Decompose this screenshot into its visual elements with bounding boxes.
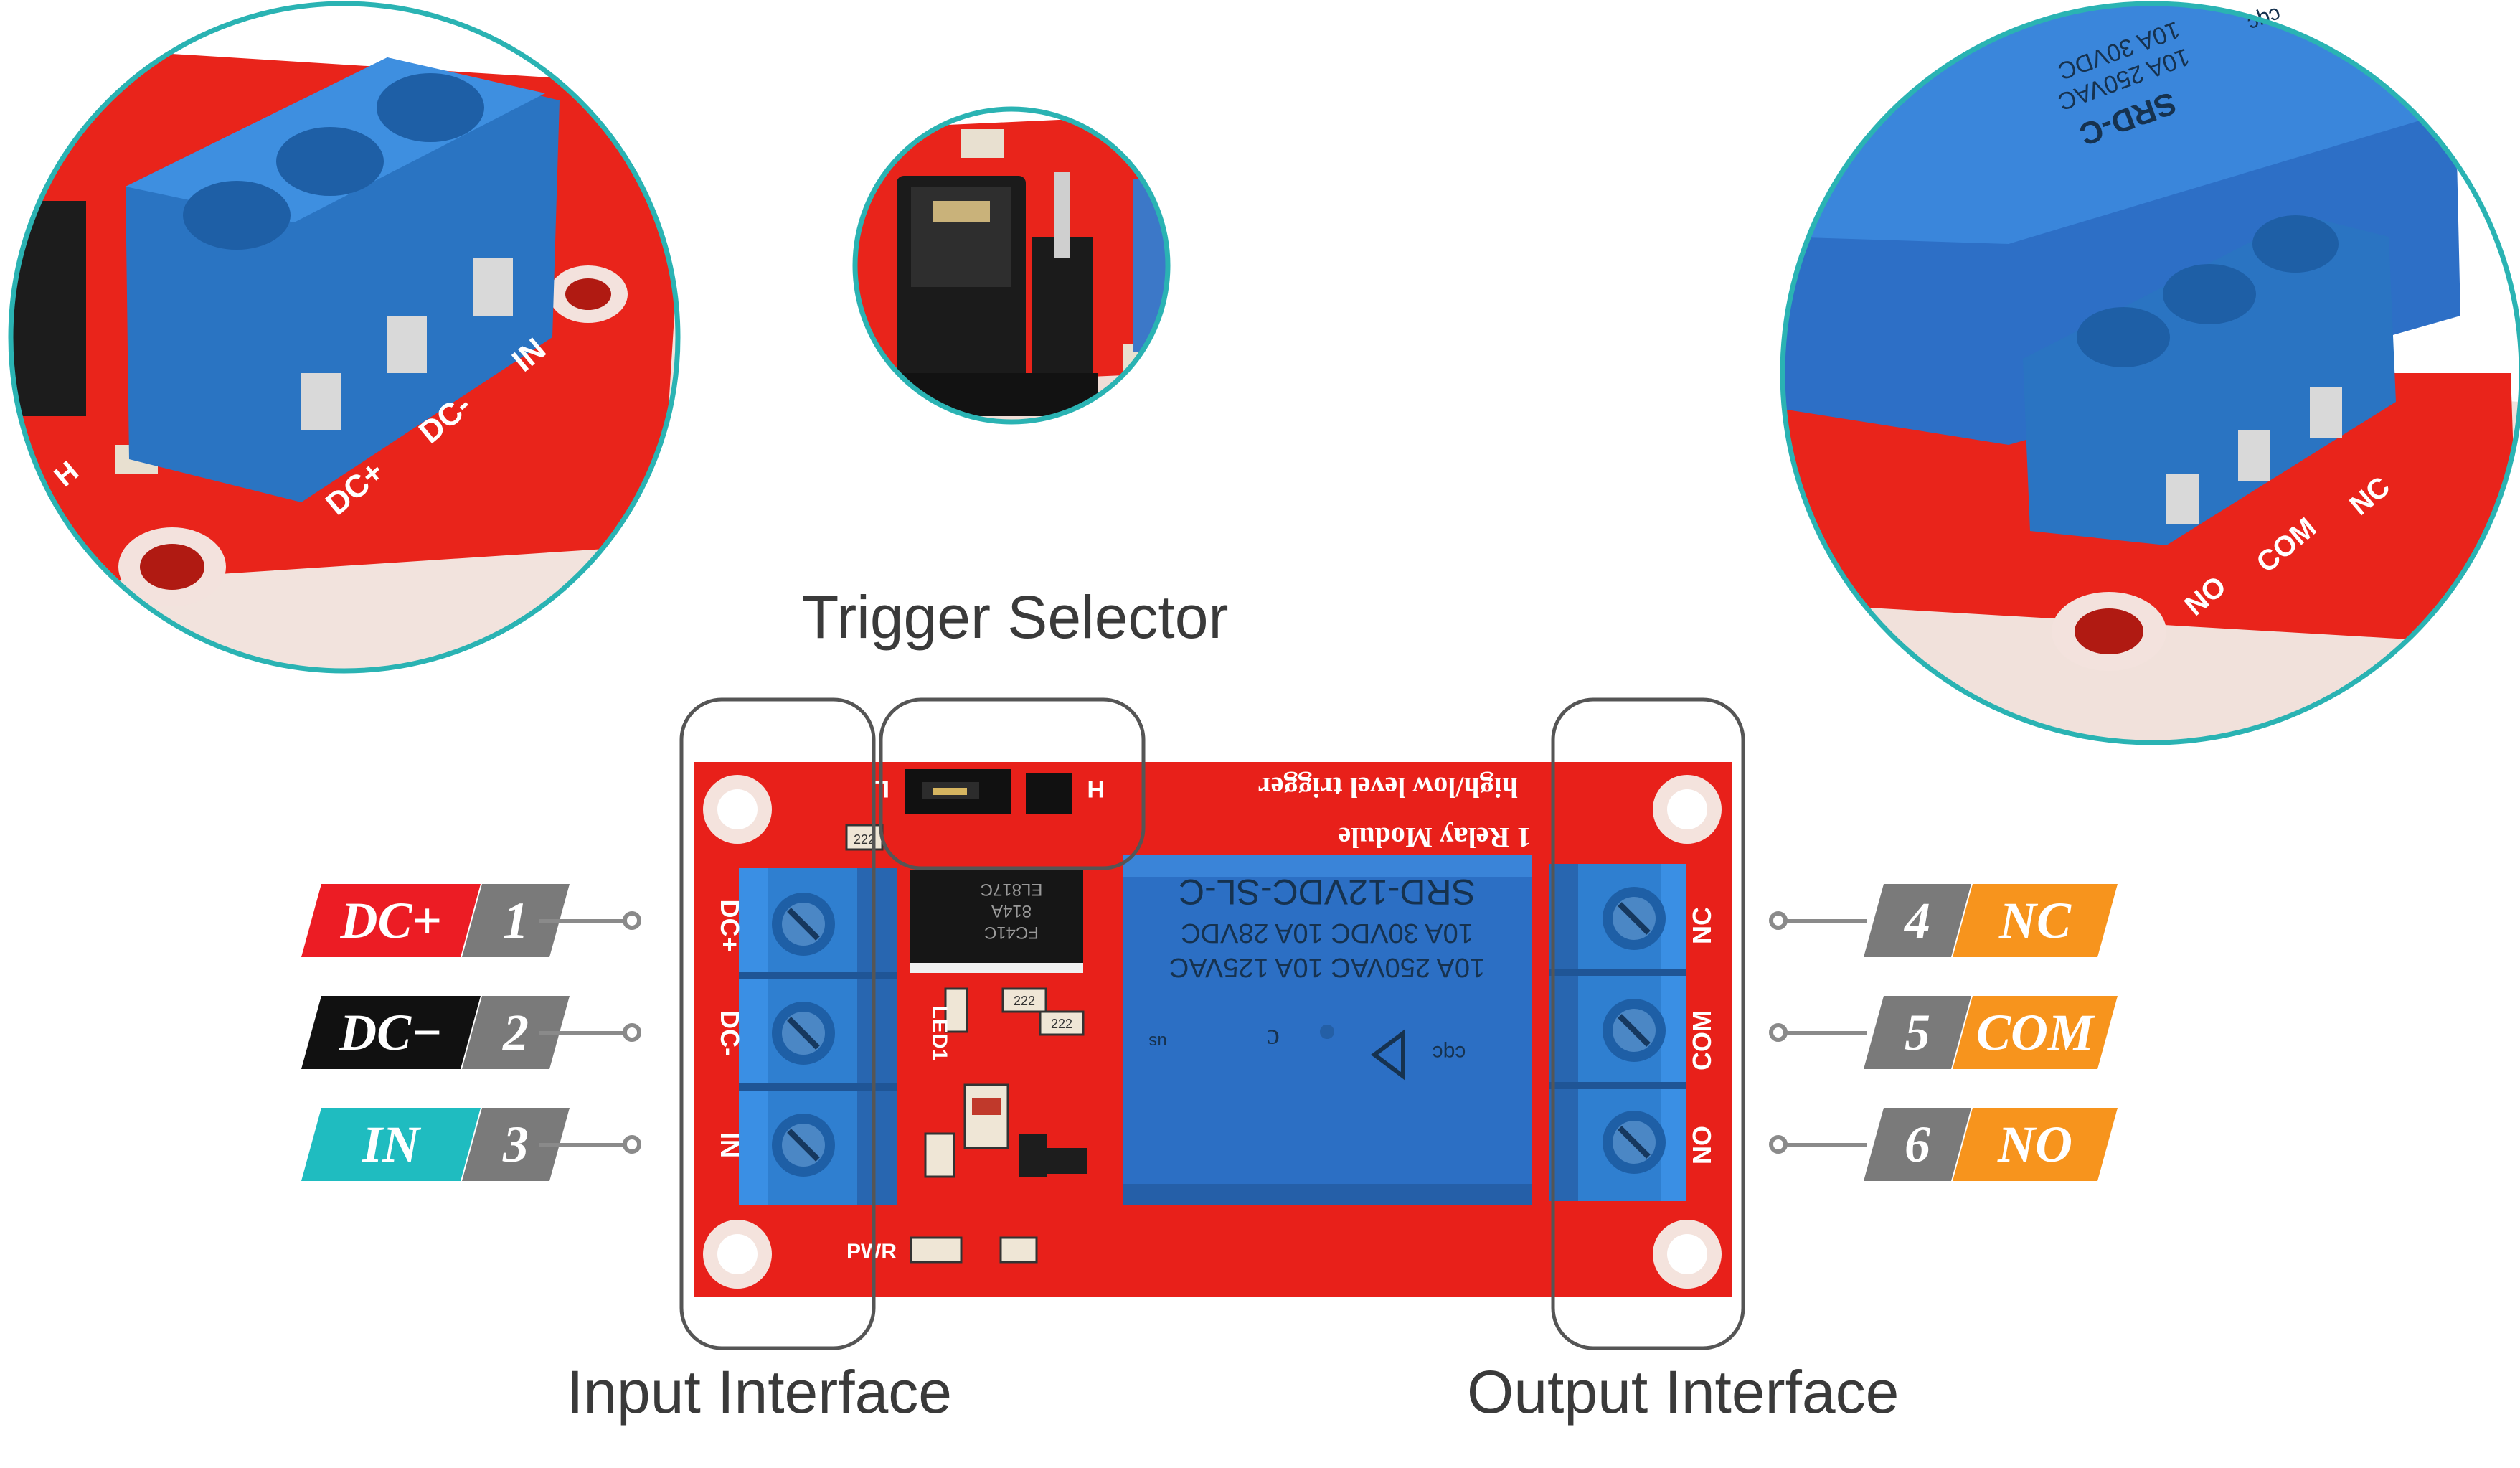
- pin-name: DC+: [301, 884, 481, 957]
- pin-name: DC−: [301, 996, 481, 1069]
- optocoupler: [910, 870, 1083, 973]
- silk-trigger-text: high/low level trigger: [1258, 771, 1518, 804]
- output-zoom-view: NO COM NC SRD-C 10A 250VAC 10A 30VDC cqc: [1780, 1, 2520, 745]
- pin-label-nc: 4 NC: [1864, 884, 2118, 957]
- pin-number: 2: [462, 996, 570, 1069]
- relay-mark-c: c: [1267, 1024, 1280, 1056]
- relay-board: L H high/low level trigger 1 Relay Modul…: [694, 762, 1732, 1297]
- pin-name: COM: [1953, 996, 2118, 1069]
- output-terminal-block: [1549, 864, 1686, 1201]
- pin-label-dc-minus: DC− 2: [301, 996, 570, 1069]
- resistor-code-2: 222: [1014, 994, 1035, 1008]
- trigger-selector-caption: Trigger Selector: [802, 583, 1229, 651]
- input-zoom-view: DC+ DC- IN H: [8, 1, 681, 674]
- pin-leader-line: [539, 1143, 624, 1147]
- output-interface-caption: Output Interface: [1467, 1358, 1900, 1426]
- zoom-circle-input: [8, 1, 681, 674]
- pin-connector-dot: [623, 911, 641, 930]
- board-label-dc-plus: DC+: [715, 899, 745, 951]
- zoom-circle-trigger: [852, 106, 1171, 425]
- pin-connector-dot: [1769, 1023, 1788, 1042]
- resistor-code-1: 222: [854, 832, 875, 847]
- pin-leader-line: [1786, 1031, 1867, 1035]
- board-label-led1: LED1: [928, 1006, 951, 1061]
- board-label-in: IN: [715, 1132, 745, 1158]
- board-label-nc: NC: [1687, 907, 1717, 944]
- board-label-pwr: PWR: [846, 1240, 897, 1264]
- pin-label-in: IN 3: [301, 1108, 570, 1181]
- input-interface-caption: Input Interface: [567, 1358, 953, 1426]
- pin-number: 6: [1864, 1108, 1971, 1181]
- pin-name: NO: [1953, 1108, 2118, 1181]
- relay-rating-ac: 10A 250VAC 10A 125VAC: [1169, 952, 1485, 982]
- relay-mark-us: us: [1148, 1032, 1166, 1051]
- pin-label-dc-plus: DC+ 1: [301, 884, 570, 957]
- opto-text-2: 814A: [991, 901, 1032, 921]
- opto-text-3: FC41C: [984, 923, 1039, 942]
- header-pin: [1032, 237, 1093, 387]
- pin-connector-dot: [1769, 911, 1788, 930]
- trigger-jumper: [905, 769, 1072, 814]
- relay-component: [1123, 855, 1532, 1205]
- board-label-dc-minus: DC-: [715, 1010, 745, 1056]
- input-terminal-block: [739, 868, 897, 1205]
- silk-module-text: 1 Relay Module: [1339, 822, 1532, 854]
- pin-number: 1: [462, 884, 570, 957]
- board-label-no: NO: [1687, 1126, 1717, 1164]
- opto-text-1: EL817C: [981, 880, 1043, 899]
- terminal-block: [2023, 215, 2396, 545]
- pin-connector-dot: [623, 1023, 641, 1042]
- zoom-label-l: L: [859, 385, 890, 402]
- pin-label-com: 5 COM: [1864, 996, 2118, 1069]
- zoom-label-h-trigger: H: [1126, 388, 1158, 409]
- pin-label-no: 6 NO: [1864, 1108, 2118, 1181]
- board-label-com: COM: [1687, 1010, 1717, 1071]
- pin-leader-line: [539, 1031, 624, 1035]
- board-jumper-h: H: [1087, 775, 1105, 802]
- relay-model-text: SRD-12VDC-SL-C: [1179, 872, 1476, 912]
- pin-leader-line: [1786, 1143, 1867, 1147]
- resistor-code-3: 222: [1051, 1017, 1072, 1031]
- pin-name: NC: [1953, 884, 2118, 957]
- pin-connector-dot: [1769, 1135, 1788, 1154]
- mounting-holes: [703, 775, 1722, 1289]
- pin-leader-line: [1786, 919, 1867, 923]
- pin-number: 5: [1864, 996, 1971, 1069]
- pin-name: IN: [301, 1108, 481, 1181]
- relay-mark-cqc: cqc: [1433, 1041, 1466, 1065]
- pin-leader-line: [539, 919, 624, 923]
- relay-rating-dc: 10A 30VDC 10A 28VDC: [1181, 918, 1473, 948]
- zoom-circle-output: [1780, 1, 2520, 745]
- smd-components: [845, 824, 1087, 1264]
- output-interface-bracket: [1551, 697, 1745, 1350]
- pin-connector-dot: [623, 1135, 641, 1154]
- trigger-selector-bracket: [879, 697, 1146, 870]
- input-interface-bracket: [679, 697, 876, 1350]
- pin-number: 4: [1864, 884, 1971, 957]
- trigger-zoom-view: L H: [852, 106, 1171, 425]
